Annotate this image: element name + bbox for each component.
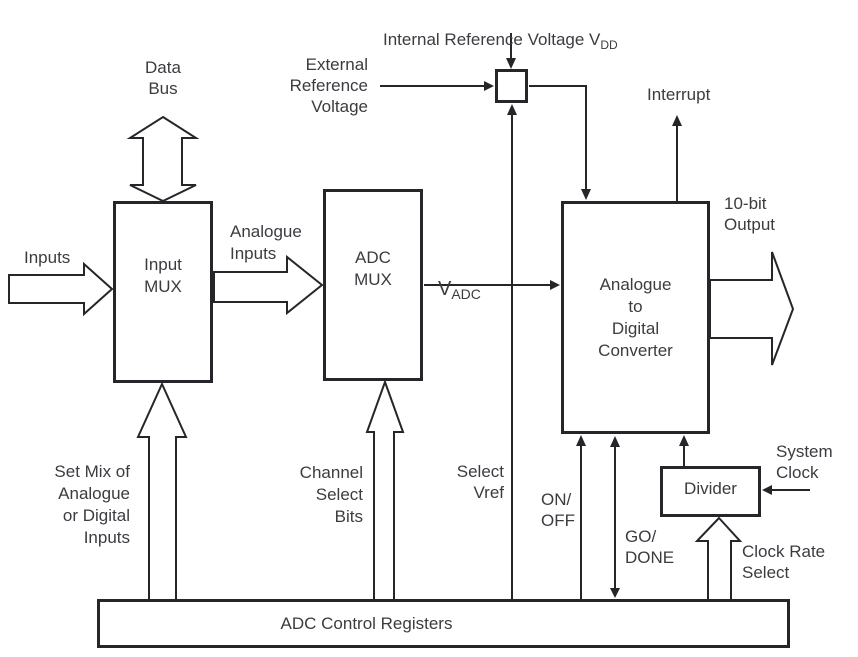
adc-control-registers-label: ADC Control Registers (280, 613, 453, 633)
set-mix-arrow (136, 381, 188, 601)
on-off-arrowhead (576, 435, 586, 446)
interrupt-label: Interrupt (647, 85, 711, 104)
adc-mux-label: ADC MUX (354, 248, 392, 289)
vref-junction-box (495, 69, 528, 103)
system-clock-label: System Clock (776, 442, 833, 482)
v-adc-arrowhead (550, 280, 560, 290)
divider-to-converter-arrowhead (679, 435, 689, 446)
junction-to-converter-line (529, 85, 587, 191)
go-done-arrowhead-up (610, 436, 620, 447)
clock-rate-select-arrow (694, 516, 743, 601)
external-reference-voltage-label: External Reference Voltage (289, 55, 368, 116)
select-vref-label: Select Vref (456, 462, 504, 502)
divider-label: Divider (684, 478, 737, 498)
on-off-label: ON/ OFF (541, 490, 575, 530)
interrupt-arrowhead (672, 115, 682, 126)
set-mix-label: Set Mix of Analogue or Digital Inputs (54, 462, 130, 547)
system-clock-arrowhead (762, 485, 772, 495)
analogue-inputs-label: Analogue Inputs (230, 222, 302, 263)
analogue-to-digital-converter-block: Analogue to Digital Converter (561, 201, 710, 434)
input-mux-block: Input MUX (113, 201, 213, 383)
channel-select-bits-label: Channel Select Bits (299, 463, 363, 526)
data-bus-double-arrow (126, 115, 200, 203)
ten-bit-output-label: 10-bit Output (724, 194, 776, 234)
clock-rate-select-label: Clock Rate Select (742, 542, 826, 582)
internal-reference-voltage-label: Internal Reference Voltage VDD (383, 30, 618, 52)
adc-mux-block: ADC MUX (323, 189, 423, 381)
select-vref-arrowhead (507, 104, 517, 115)
go-done-label: GO/ DONE (625, 527, 675, 567)
junction-to-converter-arrowhead (581, 189, 591, 200)
internal-ref-arrowhead (506, 58, 516, 69)
input-mux-label: Input MUX (144, 255, 182, 296)
data-bus-label: Data Bus (145, 58, 181, 98)
adc-control-registers-block: ADC Control Registers (97, 599, 790, 648)
channel-select-arrow (365, 379, 405, 601)
go-done-arrowhead-down (610, 588, 620, 598)
external-ref-arrowhead (484, 81, 494, 91)
converter-label: Analogue to Digital Converter (598, 274, 673, 360)
analogue-inputs-arrow (213, 254, 324, 316)
v-adc-label: VADC (438, 278, 481, 303)
ten-bit-output-arrow (709, 251, 795, 366)
inputs-label: Inputs (24, 248, 71, 267)
divider-block: Divider (660, 466, 761, 517)
inputs-arrow (8, 261, 114, 317)
